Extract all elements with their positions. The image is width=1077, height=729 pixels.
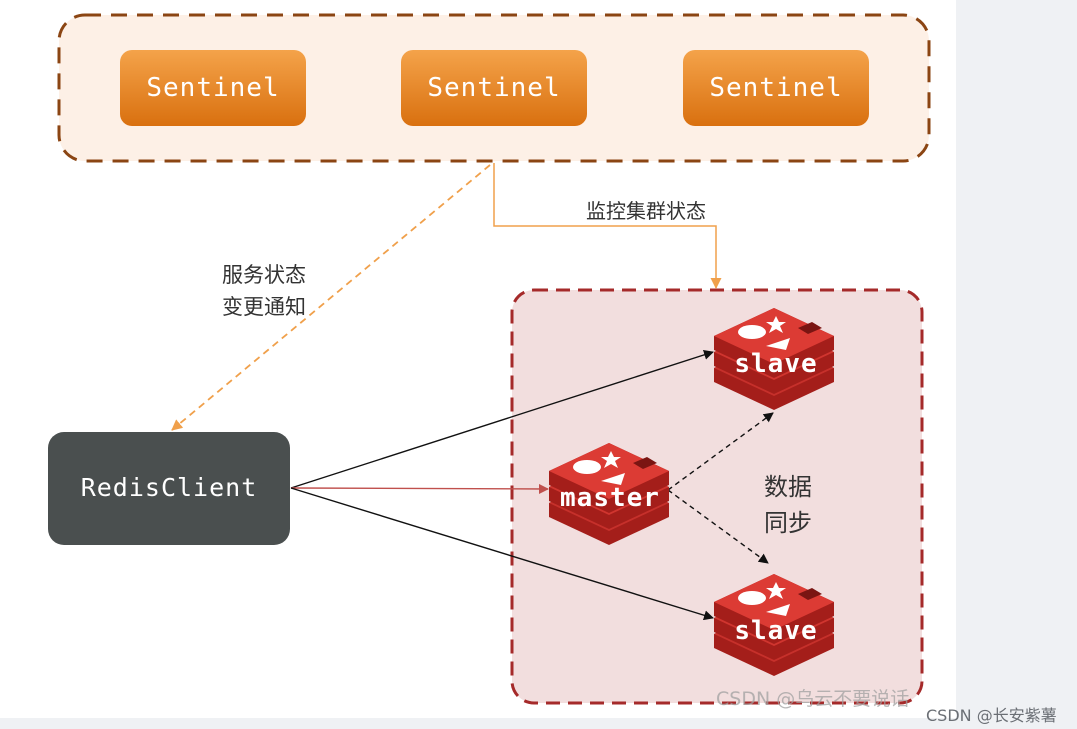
- sync-label-line2: 同步: [764, 509, 812, 537]
- sentinel-node-1[interactable]: [120, 50, 306, 126]
- watermark-inner: CSDN @乌云不要说话: [716, 688, 910, 710]
- notify-connector: [171, 164, 491, 431]
- client-to-master-arrow: [290, 483, 549, 494]
- right-margin-panel: [956, 0, 1077, 729]
- sentinel-architecture-diagram: [48, 13, 931, 705]
- sync-label-line1: 数据: [764, 473, 812, 501]
- watermark-outer: CSDN @长安紫薯: [926, 706, 1057, 725]
- redis-client-box[interactable]: [48, 432, 290, 545]
- client-to-slave-top-arrow: [290, 350, 714, 489]
- notify-label-line1: 服务状态: [222, 263, 306, 287]
- sentinel-node-3[interactable]: [683, 50, 869, 126]
- bottom-margin-strip: [0, 718, 1077, 729]
- notify-label-line2: 变更通知: [222, 295, 306, 319]
- sync-arrow-bottom: [667, 489, 769, 564]
- monitor-label: 监控集群状态: [586, 199, 706, 223]
- sync-arrow-top: [667, 412, 774, 491]
- sentinel-node-2[interactable]: [401, 50, 587, 126]
- client-to-slave-bottom-arrow: [290, 487, 714, 621]
- monitor-connector: [493, 163, 722, 289]
